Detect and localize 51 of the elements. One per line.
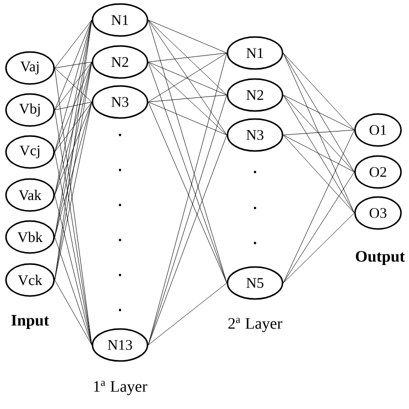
connection-line xyxy=(54,62,92,110)
layer-label: 2$^{a}$ Layer xyxy=(228,318,282,332)
connection-line xyxy=(148,52,227,62)
connection-line xyxy=(54,68,92,102)
connection-line xyxy=(283,130,354,284)
layer-label: Output xyxy=(356,251,405,265)
layer-label: Input xyxy=(11,315,50,329)
connection-line xyxy=(54,20,92,68)
connection-line xyxy=(148,20,227,284)
connection-line xyxy=(54,236,92,346)
connection-line xyxy=(54,20,92,238)
connection-line xyxy=(148,134,227,346)
connection-line xyxy=(148,20,227,54)
connection-line xyxy=(54,62,92,152)
connection-line xyxy=(54,280,92,346)
connection-line xyxy=(54,152,92,346)
connection-line xyxy=(148,102,227,136)
connection-line xyxy=(148,62,227,284)
connection-line xyxy=(54,62,92,280)
connection-line xyxy=(148,94,227,102)
connection-line xyxy=(283,130,354,136)
connection-line xyxy=(54,102,92,152)
connection-line xyxy=(54,68,92,346)
layer-label: 1$^{a}$ Layer xyxy=(94,380,148,396)
connection-line xyxy=(148,52,227,102)
connection-line xyxy=(54,194,92,346)
connection-line xyxy=(148,20,227,96)
connection-line xyxy=(54,62,92,196)
connection-line xyxy=(283,52,354,214)
connection-line xyxy=(283,52,354,130)
connection-line xyxy=(283,94,354,172)
connection-line xyxy=(54,102,92,196)
connection-line xyxy=(54,102,92,238)
connection-line xyxy=(148,62,227,136)
connection-line xyxy=(283,52,354,172)
connection-line xyxy=(148,20,227,136)
connection-line xyxy=(283,134,354,172)
connection-line xyxy=(54,20,92,110)
connection-line xyxy=(54,20,92,280)
connection-line xyxy=(148,102,227,284)
connection-line xyxy=(283,94,354,130)
connection-line xyxy=(283,172,354,284)
connection-line xyxy=(283,134,354,214)
connection-line xyxy=(283,212,354,284)
connection-line xyxy=(148,282,227,346)
connection-line xyxy=(148,62,227,96)
connection-line xyxy=(54,102,92,110)
connection-line xyxy=(283,94,354,214)
connection-line xyxy=(54,20,92,152)
connection-line xyxy=(54,102,92,280)
connection-line xyxy=(54,62,92,68)
